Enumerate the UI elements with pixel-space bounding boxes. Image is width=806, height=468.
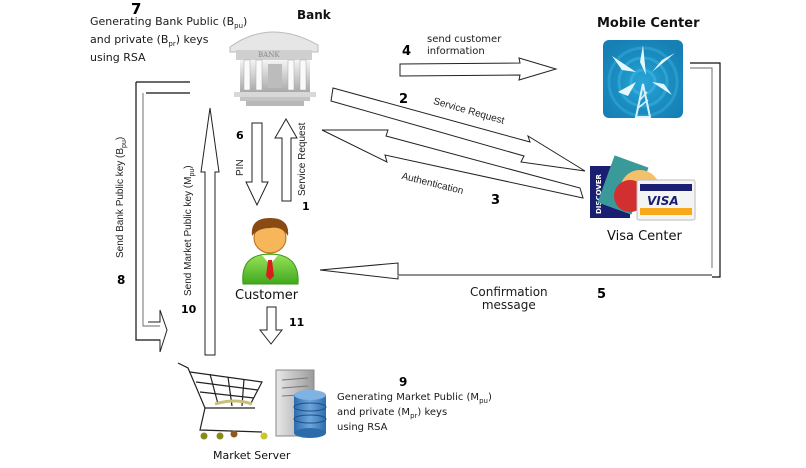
svg-text:BANK: BANK <box>258 51 280 59</box>
step-2-number: 2 <box>399 92 409 107</box>
send-bank-public-key-label: Send Bank Public key (Bpu) <box>115 136 128 258</box>
step-4-number: 4 <box>402 44 412 59</box>
step-3-number: 3 <box>491 193 501 208</box>
shopping-cart-icon <box>177 362 268 440</box>
arrow-service-request-to-visa <box>330 87 586 172</box>
bank-icon: BANK <box>229 31 319 106</box>
mobile-tower-icon <box>603 40 683 118</box>
database-server-icon <box>275 369 327 438</box>
connector-mobile-to-customer <box>690 62 721 278</box>
connector-bank-to-market <box>135 82 160 341</box>
visa-card-label: VISA <box>647 194 679 208</box>
payment-cards-icon: DISCOVER VISA <box>590 155 696 221</box>
bank-key-generation-note: Generating Bank Public (Bpu) and private… <box>90 15 248 65</box>
step-6-number: 6 <box>236 129 244 142</box>
arrow-customer-service-request <box>274 118 298 202</box>
step-11-number: 11 <box>289 316 305 329</box>
mobile-center-label: Mobile Center <box>597 16 700 31</box>
market-key-generation-note: Generating Market Public (Mpu) and priva… <box>337 392 492 433</box>
bank-label: Bank <box>297 8 331 22</box>
pin-label: PIN <box>235 159 246 176</box>
customer-label: Customer <box>235 288 299 303</box>
arrow-customer-to-market <box>258 306 284 345</box>
arrow-pin <box>245 122 269 207</box>
arrow-send-bank-public-key-head <box>148 309 168 353</box>
arrow-send-customer-information <box>399 57 558 81</box>
step-1-number: 1 <box>302 200 310 213</box>
step-8-number: 8 <box>117 273 126 287</box>
send-market-public-key-label: Send Market Public key (Mpu) <box>183 165 196 296</box>
market-server-label: Market Server <box>213 449 291 462</box>
visa-center-label: Visa Center <box>607 229 682 244</box>
customer-avatar-icon <box>242 218 299 285</box>
step-5-number: 5 <box>597 287 607 302</box>
customer-service-request-label: Service Request <box>297 122 308 196</box>
arrow-send-market-public-key <box>200 107 220 356</box>
step-7-number: 7 <box>131 0 142 18</box>
discover-card-label: DISCOVER <box>595 173 603 214</box>
arrow-authentication <box>321 129 584 199</box>
arrow-confirmation-message <box>319 262 712 280</box>
step-10-number: 10 <box>181 303 197 316</box>
step-9-number: 9 <box>399 375 408 389</box>
